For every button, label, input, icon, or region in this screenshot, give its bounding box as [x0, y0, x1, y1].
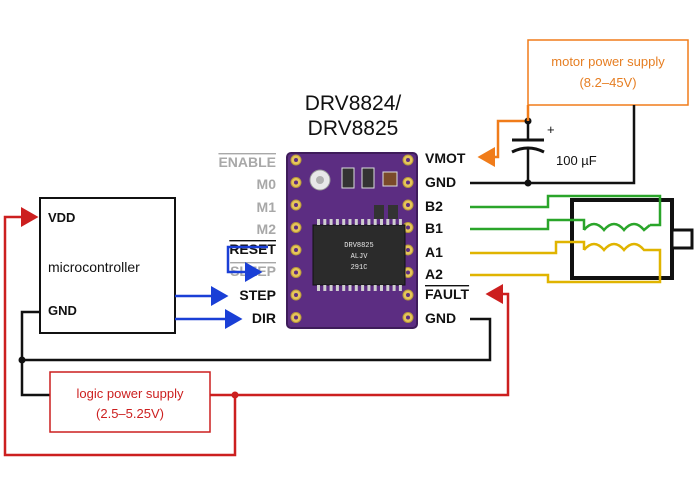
left-pin-label-enable: ENABLE [218, 154, 276, 170]
right-pin-label-fault-6: FAULT [425, 286, 470, 302]
coil-b2-wire [470, 194, 662, 227]
left-pin-label-m0: M0 [257, 176, 277, 192]
motor-power-supply-box: motor power supply (8.2–45V) [527, 39, 689, 106]
right-pin-label-vmot-0: VMOT [425, 150, 466, 166]
fault-pullup-wire [210, 284, 510, 397]
left-pin-label-reset: RESET [229, 241, 276, 257]
driver-chip: DRV8825 ALJV 291C [312, 219, 406, 291]
capacitor-icon: + 100 µF [511, 121, 597, 183]
capacitor-value: 100 µF [556, 153, 597, 168]
right-pin-label-a1-4: A1 [425, 244, 443, 260]
chip-marking-1: DRV8825 [344, 242, 373, 250]
stepper-motor-icon [570, 198, 694, 280]
left-pin-label-dir: DIR [252, 310, 276, 326]
vmot-wire [477, 119, 528, 167]
title-line-2: DRV8825 [308, 117, 399, 140]
right-pin-label-a2-5: A2 [425, 266, 443, 282]
left-pin-label-step: STEP [239, 287, 276, 303]
logic-supply-label: logic power supply [77, 386, 184, 401]
coil-a1-wire [470, 240, 586, 255]
motor-supply-label: motor power supply [551, 54, 665, 69]
capacitor-smd [382, 171, 398, 187]
vdd-wire [3, 207, 237, 457]
chip-marking-3: 291C [351, 264, 368, 272]
sense-resistor [341, 167, 355, 189]
coil-a2-wire [470, 242, 662, 284]
left-pin-label-m2: M2 [257, 221, 277, 237]
chip-marking-2: ALJV [351, 253, 369, 261]
motor-ground-wire [470, 105, 636, 185]
title-line-1: DRV8824/ [305, 92, 402, 115]
mcu-gnd-label: GND [48, 303, 77, 318]
right-pin-label-b1-3: B1 [425, 220, 443, 236]
microcontroller-box: VDD microcontroller GND [39, 197, 176, 334]
capacitor-polarity: + [547, 122, 555, 137]
coil-b-winding [583, 222, 651, 232]
coil-b1-wire [470, 218, 586, 231]
logic-power-supply-box: logic power supply (2.5–5.25V) [49, 371, 211, 433]
ground-wire-logic [20, 310, 492, 362]
ground-wire-supply [20, 360, 50, 397]
mcu-name: microcontroller [48, 259, 140, 275]
reset-sleep-jumper [226, 245, 268, 282]
left-pin-label-m1: M1 [257, 199, 277, 215]
board-pins-left [290, 154, 302, 323]
driver-board: DRV8825 ALJV 291C [286, 152, 418, 329]
right-pin-label-gnd-7: GND [425, 310, 456, 326]
motor-supply-range: (8.2–45V) [579, 75, 636, 90]
right-pin-label-gnd-1: GND [425, 174, 456, 190]
right-pin-label-b2-2: B2 [425, 198, 443, 214]
sense-resistor [361, 167, 375, 189]
logic-supply-range: (2.5–5.25V) [96, 406, 164, 421]
mcu-vdd-label: VDD [48, 210, 75, 225]
